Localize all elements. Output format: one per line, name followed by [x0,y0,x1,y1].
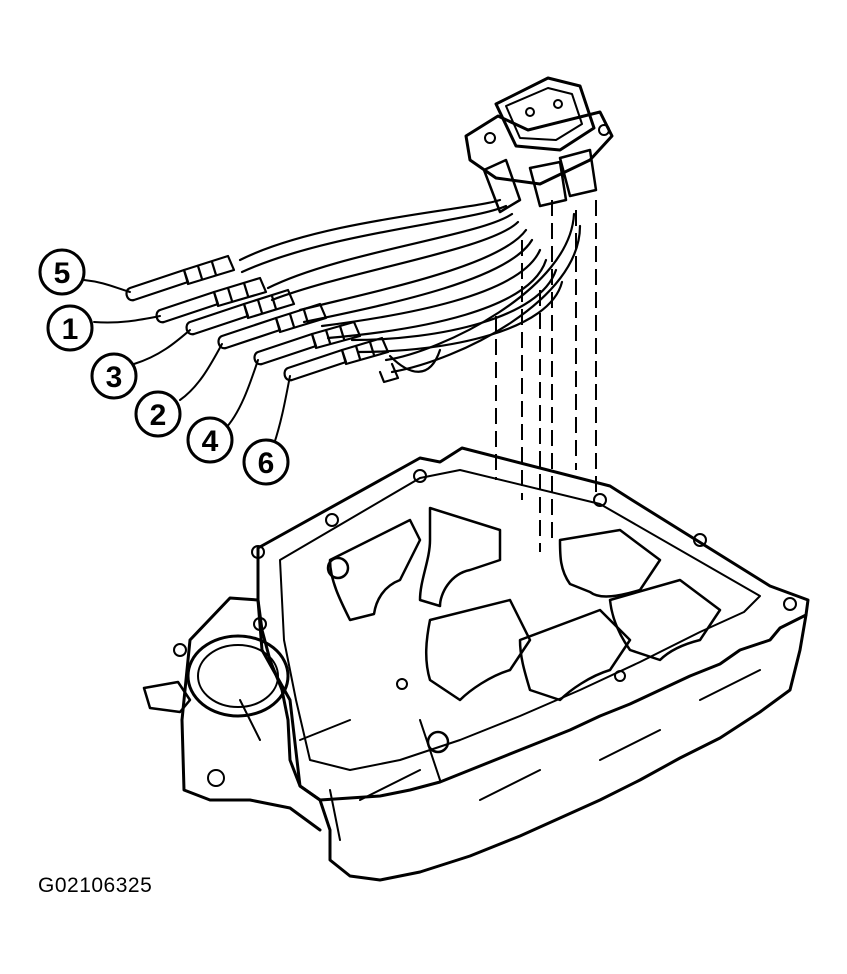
bolt-hole [426,730,450,754]
callout-6: 6 [242,438,290,486]
bolt-hole [173,643,187,657]
runner-5 [518,608,632,702]
connector-housing [494,76,596,152]
connector-boot [482,148,598,214]
bolt-hole [325,513,339,527]
callout-5: 5 [38,248,86,296]
harness-wire [240,204,508,274]
harness-connector [464,76,614,214]
harness-wire [384,212,576,362]
callout-label-2: 2 [150,399,167,432]
bolt-hole [614,670,626,682]
fuel-injectors [125,254,390,382]
callout-leader-3 [133,329,191,365]
figure-id: G02106325 [38,874,153,897]
callout-label-4: 4 [202,425,219,458]
harness-wire [266,212,514,290]
callout-label-1: 1 [62,313,79,346]
manifold-bottom-edge [180,718,322,832]
bolt-hole [593,493,607,507]
manifold-lower-body [180,596,808,882]
callout-leader-6 [273,375,291,445]
sensor-fitting [142,680,192,714]
connector-face [505,87,583,141]
callout-leader-4 [223,359,259,431]
fuel-injector-5 [125,254,236,302]
callout-3: 3 [90,352,138,400]
fuel-injector-2 [217,302,328,350]
manifold-inner-rim [279,469,761,771]
intake-manifold [142,446,810,882]
callout-label-3: 3 [106,361,123,394]
callout-leader-5 [83,279,131,293]
callout-leader-2 [179,343,223,401]
runner-6 [608,578,722,662]
fuel-injector-6 [283,336,390,382]
runner-1 [418,506,502,608]
callout-label-5: 5 [54,257,71,290]
runner-2 [328,518,422,622]
bolt-hole [413,469,427,483]
manifold-rib [239,669,761,841]
callout-leader-1 [93,315,161,324]
bolt-hole [693,533,707,547]
connector-pin [484,132,496,144]
bolt-hole [396,678,408,690]
connector-pin [598,124,610,136]
bolt-hole [251,545,265,559]
callout-label-6: 6 [258,447,275,480]
bolt-hole [326,556,350,580]
throttle-bore [186,634,290,718]
harness-wire [390,224,582,374]
harness-wire [388,348,442,373]
harness-wire [238,198,502,262]
harness-wire [270,220,520,302]
bolt-hole [207,769,225,787]
runner-3 [558,528,662,598]
fuel-injector-1 [155,276,268,324]
callout-1: 1 [46,304,94,352]
connector-pin [525,107,535,117]
harness-wire [326,258,548,340]
bolt-hole [783,597,797,611]
callout-4: 4 [186,416,234,464]
manifold-plate-outline [256,446,810,802]
harness-wire [298,228,528,312]
throttle-bore-inner [197,644,279,708]
runner-4 [425,598,532,702]
harness-wire [378,362,400,384]
callouts: 5 1 3 2 4 6 [38,248,291,486]
bolt-hole [253,617,267,631]
harness-wire [302,238,534,324]
callout-2: 2 [134,390,182,438]
connector-flange [464,110,614,186]
connector-pin [553,99,563,109]
installation-guide-lines [495,200,597,552]
